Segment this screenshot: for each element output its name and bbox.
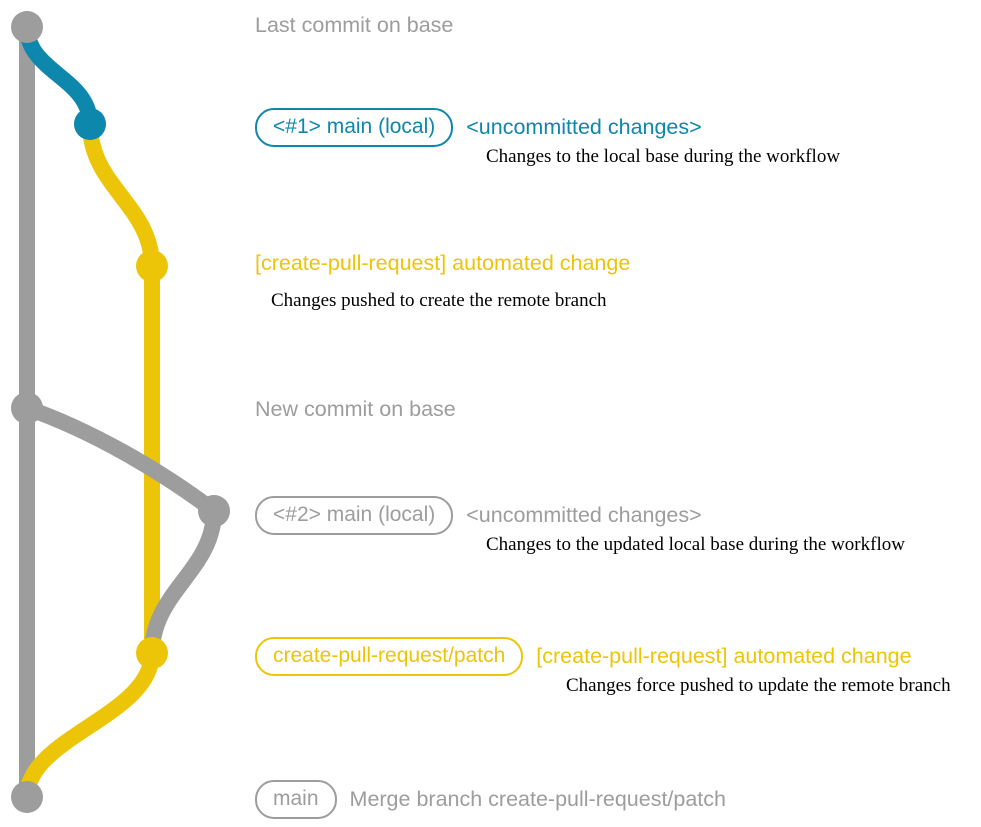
commit-note: Changes to the local base during the wor… — [486, 146, 841, 167]
edge-basenew-to-local2 — [19, 400, 222, 519]
edge-local1-to-remote1 — [82, 116, 160, 274]
commit-row-local-uncommitted-2: <#2> main (local) <uncommitted changes> — [255, 496, 702, 536]
commit-row-local-uncommitted-1: <#1> main (local) <uncommitted changes> — [255, 108, 702, 148]
commit-node-local-2[interactable] — [198, 495, 230, 527]
branch-label-create-pull-request-patch[interactable]: create-pull-request/patch — [255, 637, 524, 677]
branch-label-main[interactable]: main — [255, 780, 337, 820]
commit-subject: [create-pull-request] automated change — [255, 251, 631, 275]
commit-row-automated-change-2: create-pull-request/patch [create-pull-r… — [255, 637, 912, 677]
commit-subject: Merge branch create-pull-request/patch — [349, 786, 726, 811]
branch-label-main-local-1[interactable]: <#1> main (local) — [255, 108, 454, 148]
edge-local2-to-remote2 — [144, 503, 222, 661]
commit-node-base-last[interactable] — [11, 11, 43, 43]
commit-note: Changes to the updated local base during… — [486, 534, 905, 555]
commit-note: Changes force pushed to update the remot… — [566, 675, 951, 696]
commit-subject: [create-pull-request] automated change — [536, 643, 912, 668]
edge-remote2-to-merge — [19, 645, 160, 805]
spacer — [453, 127, 466, 128]
edge-base-to-local1 — [19, 19, 98, 132]
commit-node-remote-1[interactable] — [136, 250, 168, 282]
commit-subject: <uncommitted changes> — [466, 502, 702, 527]
spacer — [523, 656, 536, 657]
commit-note: Changes pushed to create the remote bran… — [271, 290, 607, 311]
commit-row-merge-commit: main Merge branch create-pull-request/pa… — [255, 780, 726, 820]
spacer — [453, 515, 466, 516]
commit-node-base-new[interactable] — [11, 392, 43, 424]
commit-subject: Last commit on base — [255, 13, 454, 37]
spacer — [337, 799, 350, 800]
commit-row-automated-change-1: [create-pull-request] automated change — [255, 251, 631, 276]
commit-subject: New commit on base — [255, 397, 456, 421]
commit-subject: <uncommitted changes> — [466, 114, 702, 139]
commit-row-new-commit-on-base: New commit on base — [255, 397, 456, 422]
commit-row-last-commit-on-base: Last commit on base — [255, 13, 454, 38]
branch-label-main-local-2[interactable]: <#2> main (local) — [255, 496, 454, 536]
commit-node-remote-2[interactable] — [136, 637, 168, 669]
commit-node-local-1[interactable] — [74, 108, 106, 140]
commit-node-base-merge[interactable] — [11, 781, 43, 813]
